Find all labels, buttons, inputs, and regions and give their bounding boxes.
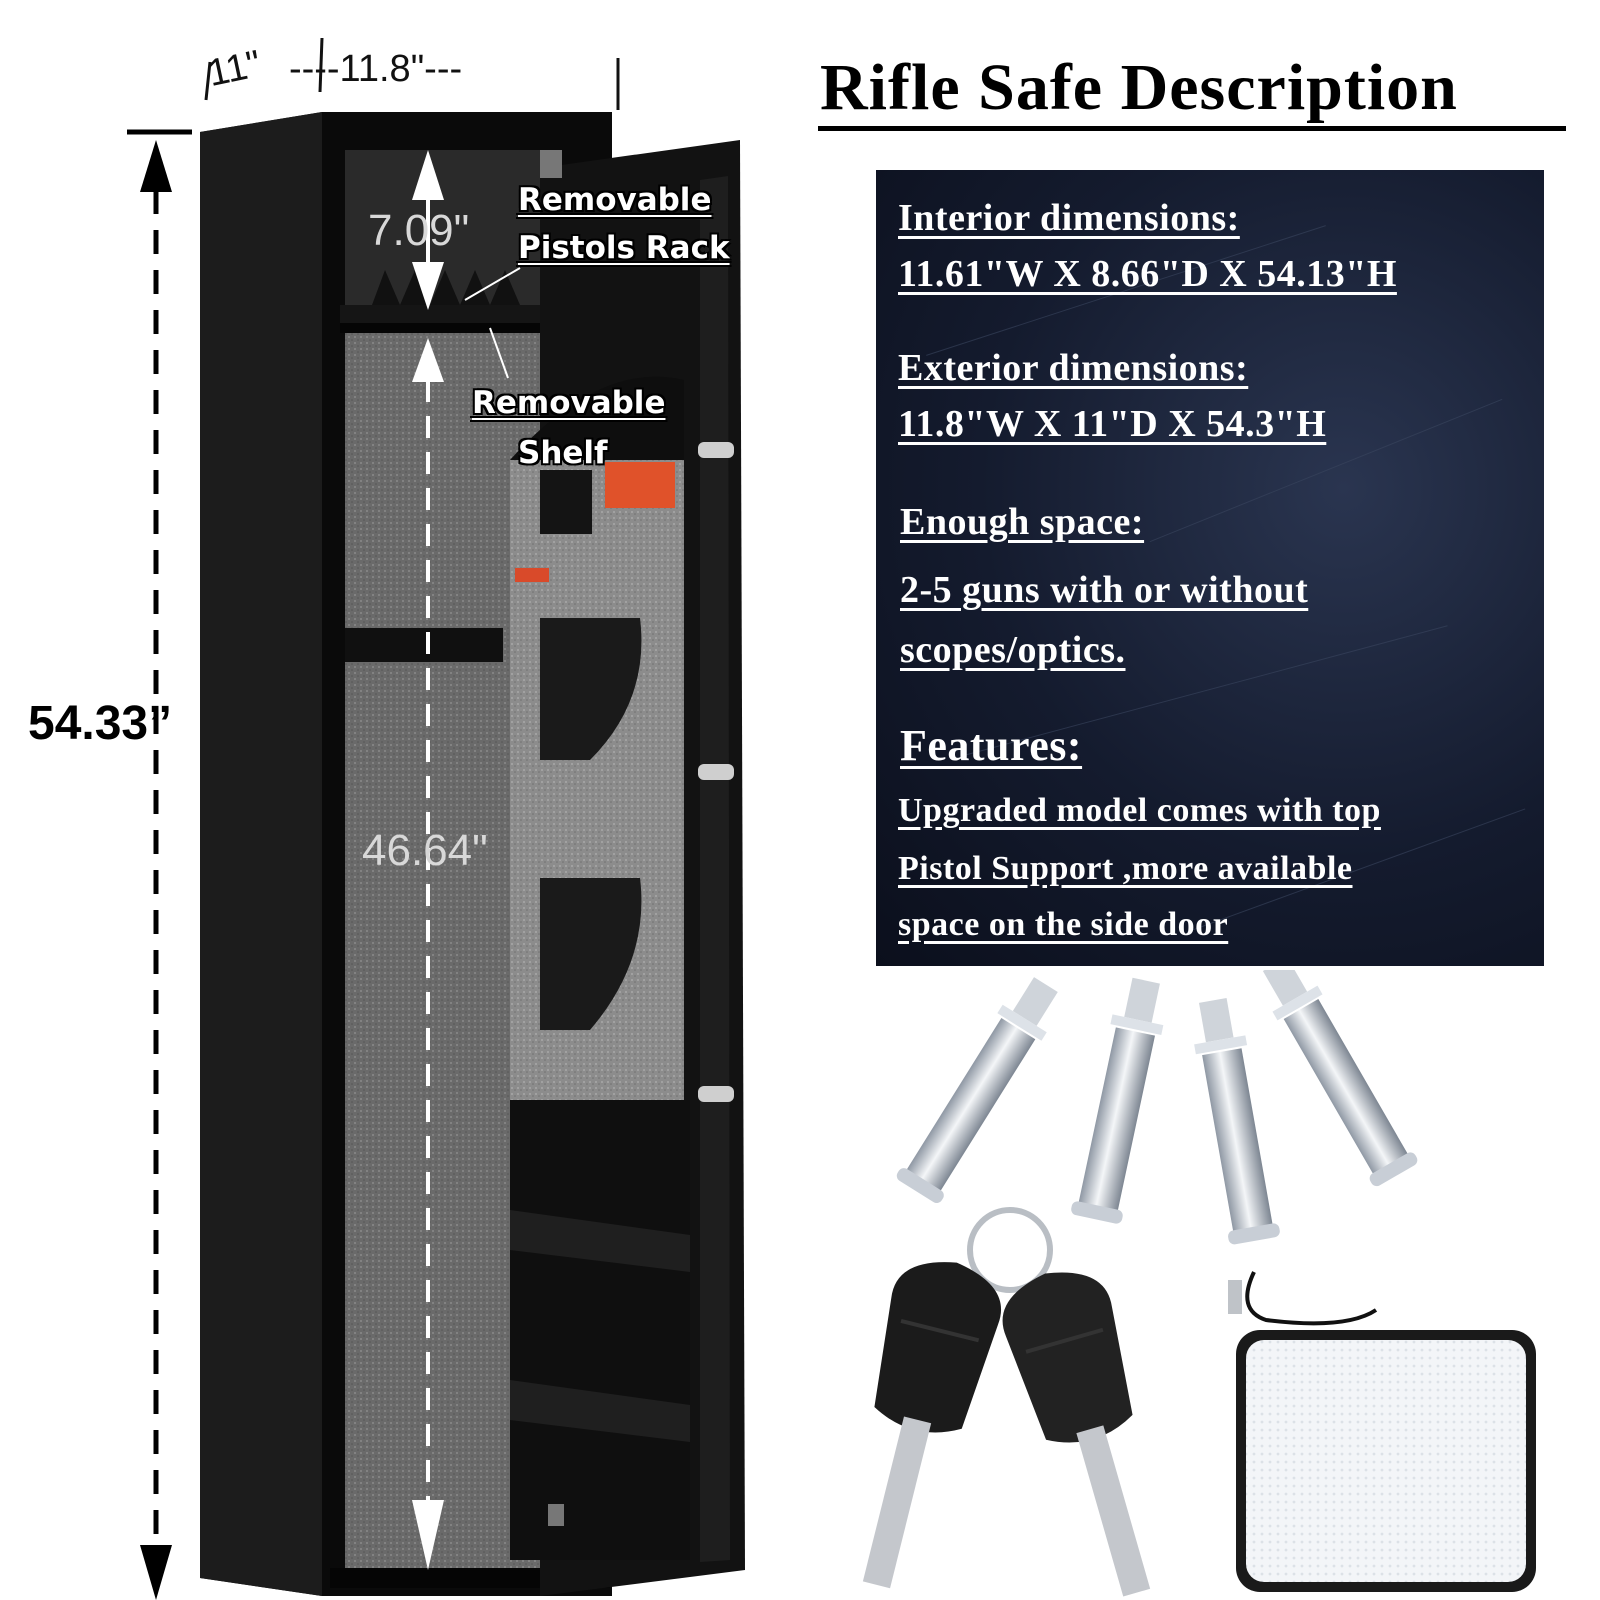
features-line-1: Upgraded model comes with top	[898, 792, 1381, 829]
exterior-heading: Exterior dimensions:	[898, 347, 1249, 389]
space-heading: Enough space:	[900, 501, 1145, 543]
expansion-bolt-icon	[1262, 970, 1418, 1187]
features-heading: Features:	[900, 721, 1083, 770]
arrow-up-icon	[140, 140, 172, 192]
dimension-width: ----11.8"---	[288, 48, 463, 90]
callout-pistol-rack: Removable Pistols Rack	[518, 182, 730, 266]
arrow-down-icon	[140, 1545, 172, 1600]
dimension-height-line	[127, 129, 192, 1540]
key-icon	[1002, 1272, 1151, 1597]
features-line-2: Pistol Support ,more available	[898, 850, 1353, 887]
page-title: Rifle Safe Description	[820, 51, 1458, 124]
description-panel: Interior dimensions: 11.61"W X 8.66"D X …	[876, 170, 1544, 966]
callout-shelf: Removable Shelf	[472, 385, 666, 471]
interior-value: 11.61"W X 8.66"D X 54.13"H	[898, 253, 1397, 295]
key-icon	[862, 1262, 1002, 1589]
safe-illustration	[127, 37, 745, 1600]
title-underline	[818, 126, 1566, 131]
dimension-shelf-gap: 7.09"	[368, 206, 470, 255]
dimension-top-marks	[204, 37, 620, 110]
space-line-1: 2-5 guns with or without	[900, 569, 1309, 611]
expansion-bolts	[896, 970, 1418, 1245]
expansion-bolt-icon	[1071, 977, 1164, 1224]
expansion-bolt-icon	[1194, 998, 1280, 1245]
dimension-lower-height: 46.64"	[362, 826, 488, 875]
interior-heading: Interior dimensions:	[898, 197, 1240, 239]
callout-pointers	[464, 267, 521, 379]
keys	[862, 1207, 1151, 1597]
dimension-top-label: 11" ----11.8"---	[204, 43, 463, 95]
dimension-total-height: 54.33”	[28, 697, 173, 750]
dimension-depth: 11"	[204, 42, 265, 96]
led-light-pad-icon	[1228, 1271, 1536, 1592]
expansion-bolt-icon	[896, 977, 1058, 1203]
safe-door	[510, 140, 745, 1596]
space-line-2: scopes/optics.	[900, 629, 1126, 671]
features-line-3: space on the side door	[898, 906, 1229, 943]
exterior-value: 11.8"W X 11"D X 54.3"H	[898, 403, 1327, 445]
